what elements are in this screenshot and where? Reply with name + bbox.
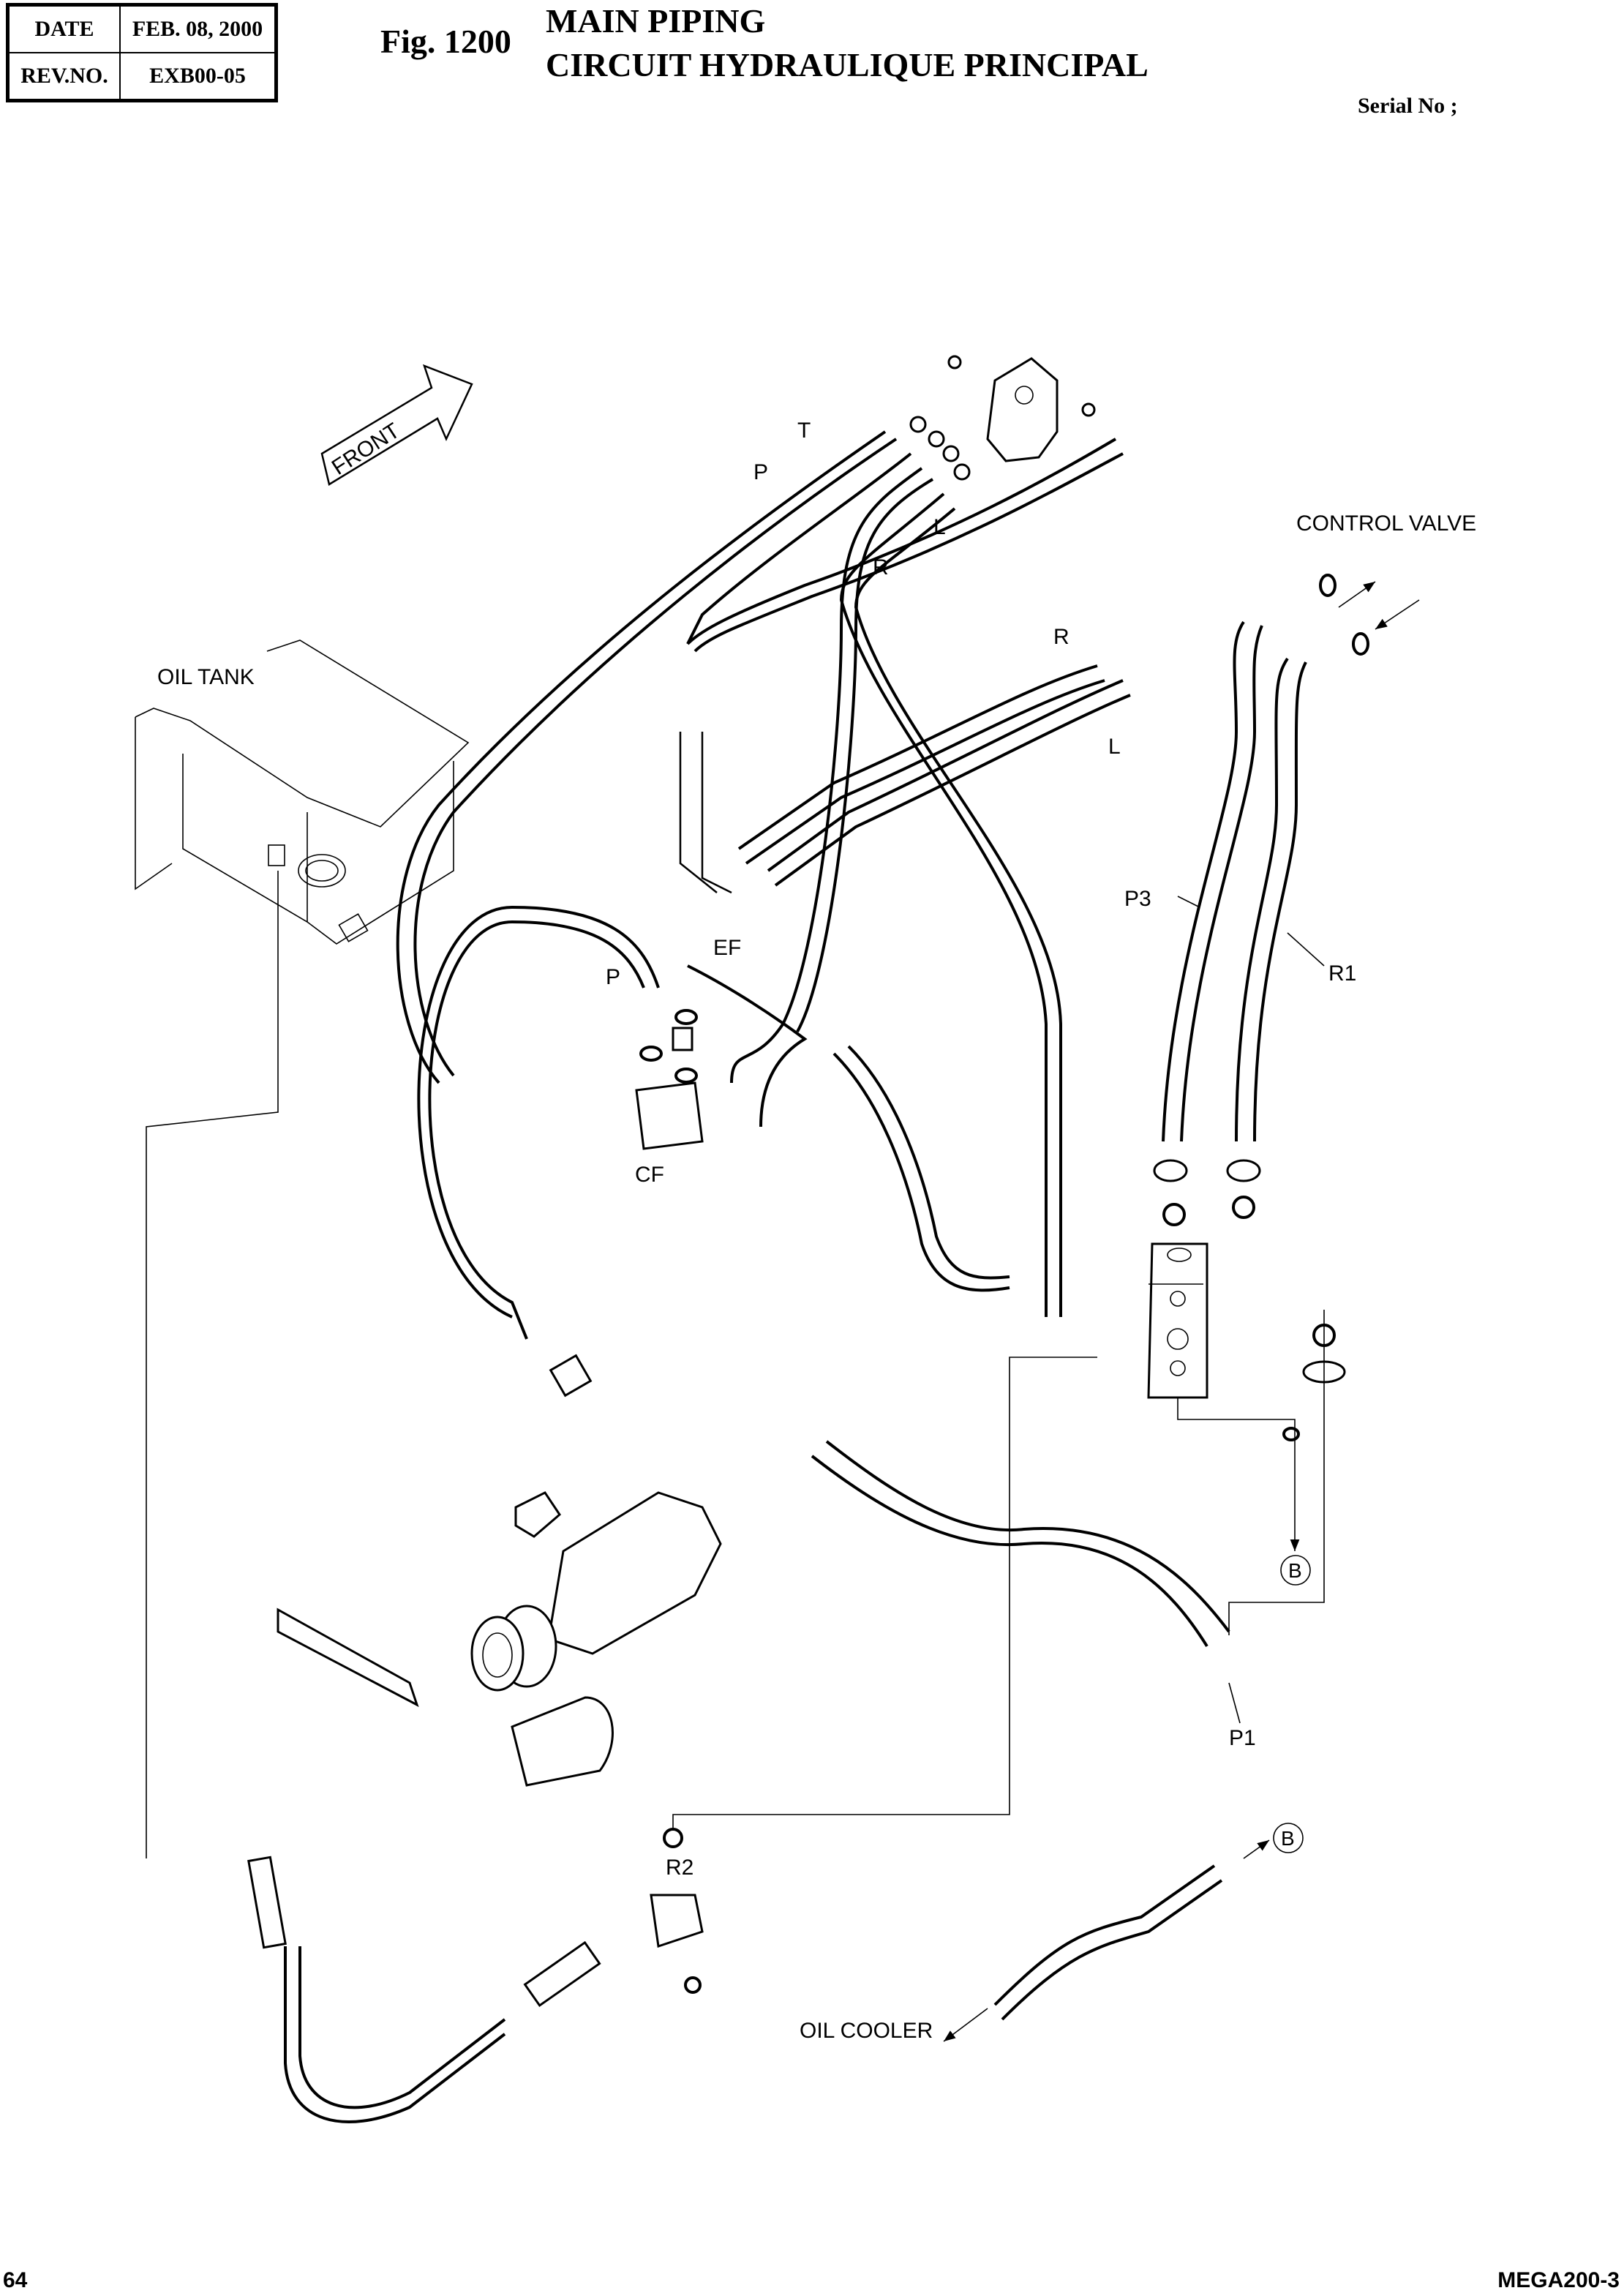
date-label: DATE xyxy=(7,4,121,53)
control-valve-hoses: CONTROL VALVE P3 R1 xyxy=(1124,511,1476,1142)
hose-label-cf: CF xyxy=(635,1163,664,1187)
oil-tank: OIL TANK xyxy=(135,639,470,1858)
page-title-english: MAIN PIPING xyxy=(546,2,766,40)
hose-label-r-top: R xyxy=(873,555,889,579)
revision-table: DATE FEB. 08, 2000 REV.NO. EXB00-05 xyxy=(6,3,278,102)
document-code: MEGA200-3 xyxy=(1497,2268,1620,2292)
suction-line: R2 xyxy=(247,1357,1097,2123)
serial-number-label: Serial No ; xyxy=(1358,94,1458,118)
connector-ref-b-lower: B xyxy=(1281,1827,1295,1850)
oil-cooler-label: OIL COOLER xyxy=(800,2019,933,2043)
oil-tank-label: OIL TANK xyxy=(157,665,255,689)
hose-label-p3: P3 xyxy=(1124,887,1151,911)
figure-number: Fig. 1200 xyxy=(380,23,511,60)
valve-block: B xyxy=(1147,1159,1346,1635)
hose-label-ef: EF xyxy=(713,936,741,960)
filter-block: P EF CF xyxy=(417,905,1010,1340)
revision-value: EXB00-05 xyxy=(119,52,277,102)
hose-label-l-top: L xyxy=(933,515,946,539)
hose-label-l-mid: L xyxy=(1108,735,1121,759)
mid-hoses: R L xyxy=(679,625,1131,894)
control-valve-label: CONTROL VALVE xyxy=(1296,511,1476,536)
date-value: FEB. 08, 2000 xyxy=(119,4,277,53)
hose-label-r-mid: R xyxy=(1053,625,1069,649)
revision-label: REV.NO. xyxy=(7,52,121,102)
hose-label-t-top: T xyxy=(797,419,811,443)
hose-label-r1: R1 xyxy=(1328,961,1356,986)
hose-label-p-top: P xyxy=(753,460,768,484)
page-number: 64 xyxy=(3,2268,28,2292)
oil-cooler-line: B OIL COOLER xyxy=(800,1823,1304,2043)
page-title-french: CIRCUIT HYDRAULIQUE PRINCIPAL xyxy=(546,46,1149,83)
hose-label-p-mid: P xyxy=(606,965,620,989)
connector-ref-b-upper: B xyxy=(1288,1559,1302,1582)
pilot-pump-block xyxy=(909,355,1096,481)
hose-label-r2: R2 xyxy=(666,1856,693,1880)
top-hoses: P T L R xyxy=(396,419,1124,1317)
hose-label-p1: P1 xyxy=(1229,1726,1256,1750)
front-direction-arrow: FRONT xyxy=(320,364,473,486)
main-pump xyxy=(277,1354,722,1787)
p1-hose: P1 xyxy=(811,1440,1256,1750)
